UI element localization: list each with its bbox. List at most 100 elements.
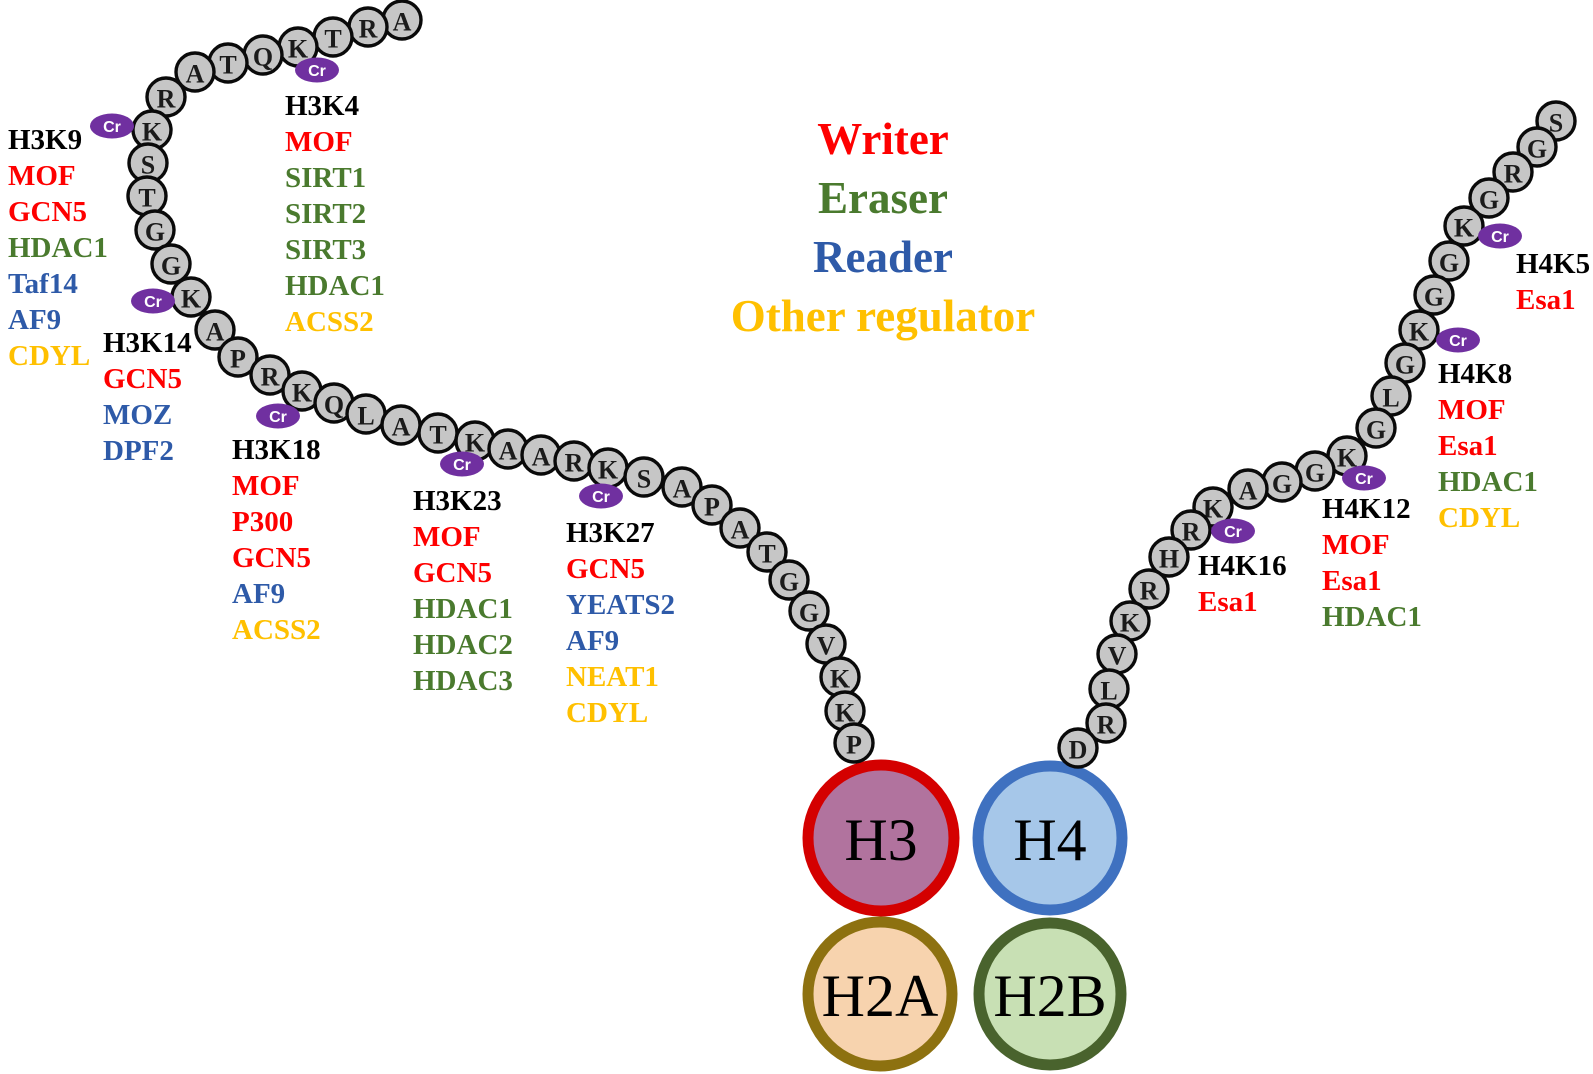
bead-letter: G [1424, 283, 1444, 312]
crotonylation-mark-h3k9: Cr [90, 113, 134, 139]
residue-bead-k: K [587, 447, 629, 489]
bead-letter: G [145, 218, 165, 247]
bead-letter: A [1239, 477, 1258, 506]
bead-letter: G [1305, 459, 1325, 488]
bead-circle [1492, 151, 1534, 193]
residue-bead-r: R [1128, 568, 1170, 610]
bead-letter: A [186, 60, 205, 89]
bead-letter: V [1108, 642, 1127, 671]
bead-letter: G [779, 568, 799, 597]
residue-bead-p: P [691, 484, 733, 526]
bead-letter: H [1159, 545, 1179, 574]
cr-oval [1436, 327, 1480, 353]
residue-bead-g: G [150, 243, 192, 285]
residue-bead-g: G [1261, 461, 1303, 503]
bead-circle [691, 484, 733, 526]
bead-letter: K [1120, 609, 1141, 638]
histone-h3: H3 [802, 759, 960, 917]
bead-letter: Q [253, 43, 273, 72]
bead-circle [1413, 274, 1455, 316]
bead-letter: K [1337, 444, 1358, 473]
crotonylation-mark-h4k12: Cr [1342, 465, 1386, 491]
residue-bead-a: A [381, 0, 423, 41]
residue-bead-r: R [249, 354, 291, 396]
cr-label: Cr [1491, 229, 1509, 246]
residue-bead-t: T [746, 531, 788, 573]
bead-circle [1355, 407, 1397, 449]
residue-bead-g: G [1384, 342, 1426, 384]
bead-letter: A [392, 413, 411, 442]
cr-oval [1478, 223, 1522, 249]
residue-bead-l: L [345, 393, 387, 435]
bead-letter: P [230, 345, 246, 374]
residue-bead-g: G [1413, 274, 1455, 316]
residue-bead-d: D [1057, 727, 1099, 769]
bead-letter: D [1069, 736, 1088, 765]
residue-bead-v: V [1096, 633, 1138, 675]
bead-letter: G [1395, 351, 1415, 380]
residue-bead-g: G [1516, 126, 1558, 168]
bead-circle [174, 51, 216, 93]
bead-letter: G [1527, 135, 1547, 164]
bead-letter: G [1439, 249, 1459, 278]
crotonylation-mark-h3k4: Cr [295, 57, 339, 83]
bead-circle [1468, 177, 1510, 219]
bead-letter: K [1409, 318, 1430, 347]
residue-bead-a: A [1227, 468, 1269, 510]
crotonylation-mark-h3k18: Cr [256, 403, 300, 429]
residue-bead-a: A [380, 404, 422, 446]
bead-letter: R [565, 449, 584, 478]
residue-bead-a: A [174, 51, 216, 93]
residue-bead-k: K [1326, 435, 1368, 477]
residue-bead-r: R [1085, 702, 1127, 744]
residue-bead-r: R [553, 440, 595, 482]
cr-label: Cr [269, 409, 287, 426]
bead-letter: A [499, 437, 518, 466]
cr-label: Cr [453, 457, 471, 474]
cr-label: Cr [592, 489, 610, 506]
cr-label: Cr [1449, 333, 1467, 350]
residue-bead-a: A [661, 466, 703, 508]
histone-label-h2b: H2B [993, 963, 1106, 1029]
bead-circle [788, 590, 830, 632]
cr-oval [1211, 518, 1255, 544]
histone-label-h2a: H2A [822, 963, 939, 1029]
residue-bead-k: K [819, 656, 861, 698]
bead-circle [1085, 702, 1127, 744]
residue-bead-q: Q [242, 34, 284, 76]
histone-circle-h3 [802, 759, 960, 917]
bead-letter: L [1100, 677, 1117, 706]
bead-letter: L [357, 402, 374, 431]
bead-letter: P [846, 731, 862, 760]
cr-oval [256, 403, 300, 429]
residue-bead-t: T [312, 16, 354, 58]
bead-letter: K [288, 35, 309, 64]
bead-letter: S [141, 151, 155, 180]
residue-bead-r: R [1170, 509, 1212, 551]
residue-bead-h: H [1148, 536, 1190, 578]
cr-label: Cr [1355, 471, 1373, 488]
legend-item-other: Other regulator [730, 291, 1036, 341]
residue-bead-g: G [1355, 407, 1397, 449]
bead-circle [661, 466, 703, 508]
bead-letter: V [817, 632, 836, 661]
bead-letter: R [1097, 711, 1116, 740]
bead-circle [1170, 509, 1212, 551]
cr-label: Cr [144, 294, 162, 311]
residue-bead-s: S [623, 456, 665, 498]
bead-circle [746, 531, 788, 573]
histone-h4: H4 [972, 760, 1128, 916]
residue-bead-r: R [347, 6, 389, 48]
legend-item-eraser: Eraser [818, 173, 948, 223]
bead-letter: T [429, 421, 446, 450]
bead-letter: P [704, 493, 720, 522]
bead-letter: S [1549, 109, 1563, 138]
residue-bead-r: R [1492, 151, 1534, 193]
cr-label: Cr [103, 119, 121, 136]
residue-bead-l: L [1088, 668, 1130, 710]
residue-bead-g: G [768, 559, 810, 601]
bead-letter: S [637, 465, 651, 494]
bead-circle [833, 722, 875, 764]
crotonylation-mark-h3k14: Cr [131, 288, 175, 314]
